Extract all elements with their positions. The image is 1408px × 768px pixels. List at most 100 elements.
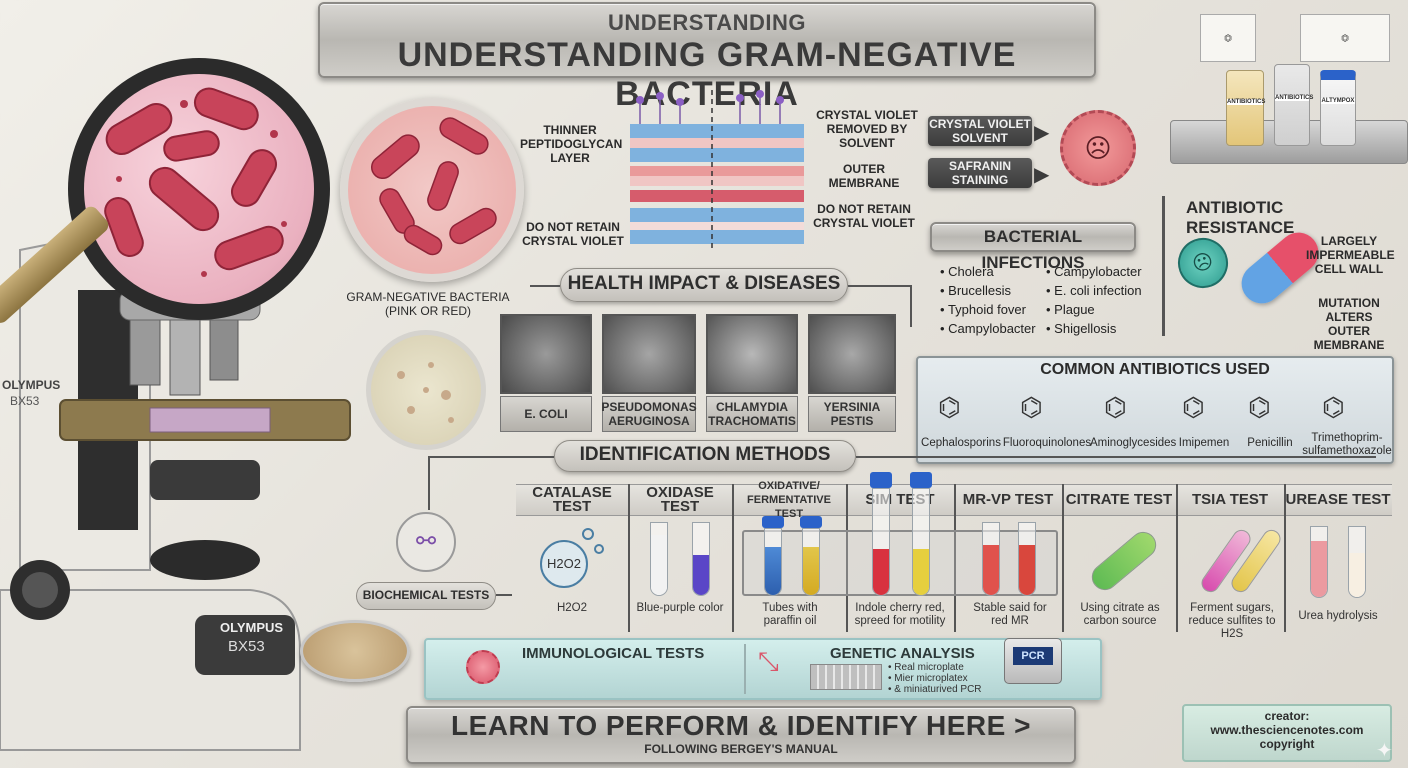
test-tube <box>1018 522 1036 596</box>
step-safranin: SAFRANIN STAINING <box>928 158 1032 188</box>
test-description: Indole cherry red, spreed for motility <box>854 602 946 627</box>
connector-line <box>428 456 554 458</box>
test-tube <box>764 528 782 596</box>
step-crystal-violet: CRYSTAL VIOLET SOLVENT <box>928 116 1032 146</box>
test-tube <box>912 488 930 596</box>
test-description: Blue-purple color <box>636 602 724 614</box>
cta-sublabel: FOLLOWING BERGEY'S MANUAL <box>644 742 838 756</box>
molecule-icon: ⌬ <box>938 392 961 422</box>
petri-dish-culture <box>340 98 524 282</box>
organism-tile-pseudomonas <box>602 314 696 394</box>
test-name: CATALASE TEST <box>532 484 612 515</box>
tube-cap <box>762 516 784 528</box>
organism-label: CHLAMYDIA TRACHOMATIS <box>706 396 798 432</box>
divider <box>628 484 630 632</box>
vial-2: ANTIBIOTICS <box>1274 64 1313 146</box>
divider <box>1176 484 1178 632</box>
magnifier-lens <box>68 58 330 320</box>
genetic-point: • & miniaturived PCR <box>888 684 982 695</box>
organism-tile-ecoli <box>500 314 592 394</box>
bacterium-character-icon: ☹ <box>1170 230 1236 296</box>
list-item: • Cholera <box>940 264 994 279</box>
list-item: • Typhoid fover <box>940 302 1026 317</box>
divider <box>1284 484 1286 632</box>
test-tube <box>692 522 710 596</box>
arrow-right-icon: ▶ <box>1034 164 1050 186</box>
h2o2-formula: H2O2 <box>547 556 581 571</box>
antibiotics-panel <box>916 356 1394 464</box>
glass-panel <box>424 638 1102 700</box>
genetic-point: • Real microplate <box>888 662 964 673</box>
biochemical-tests-label: BIOCHEMICAL TESTS <box>356 582 496 610</box>
test-description: H2O2 <box>556 602 588 614</box>
tube-cap <box>910 472 932 488</box>
microscope-brand: OLYMPUS <box>2 378 61 392</box>
tube-rack <box>742 530 1058 596</box>
antibiotic-name: Aminoglycesides <box>1090 437 1177 449</box>
resistance-point-2: MUTATION ALTERS OUTER MEMBRANE <box>1313 296 1385 352</box>
antibiotic-name: Cephalosporins <box>921 437 1001 449</box>
molecule-icon: ⌬ <box>1182 392 1205 422</box>
bacteria-closeup <box>104 87 287 277</box>
credit-line-3: copyright <box>1259 737 1315 751</box>
tube-cap <box>800 516 822 528</box>
organism-label: PSEUDOMONAS AERUGINOSA <box>601 396 697 432</box>
health-title: HEALTH IMPACT & DISEASES <box>567 273 841 294</box>
antibody-icon <box>466 650 500 684</box>
list-item: • E. coli infection <box>1046 283 1142 298</box>
test-tube <box>802 528 820 596</box>
health-title-tag: HEALTH IMPACT & DISEASES <box>560 268 848 302</box>
antibiotic-name: Trimethoprim-sulfamethoxazole <box>1302 432 1392 457</box>
petri-dish-small <box>300 620 410 682</box>
microscope-base-model: BX53 <box>228 638 265 655</box>
pcr-device: PCR <box>1004 638 1062 684</box>
antibiotic-name: Fluoroquinolones <box>1002 437 1092 449</box>
infections-list-col1: • Cholera • Brucellesis • Typhoid fover … <box>940 262 1036 338</box>
list-item: • Campylobacter <box>1046 264 1142 279</box>
cta-label: LEARN TO PERFORM & IDENTIFY HERE > <box>451 710 1031 741</box>
molecule-icon: ⌬ <box>1104 392 1127 422</box>
divider <box>954 484 956 632</box>
organism-label: YERSINIA PESTIS <box>808 396 896 432</box>
list-item: • Plague <box>1046 302 1095 317</box>
network-icon: ⚯ <box>396 512 456 572</box>
test-description: Urea hydrolysis <box>1298 610 1378 622</box>
label-do-not-retain-left: DO NOT RETAIN CRYSTAL VIOLET <box>522 220 624 248</box>
cta-button[interactable]: LEARN TO PERFORM & IDENTIFY HERE > FOLLO… <box>406 706 1076 764</box>
list-item: • Brucellesis <box>940 283 1012 298</box>
antibiotics-title: COMMON ANTIBIOTICS USED <box>1040 361 1270 378</box>
label-crystal-violet-removed: CRYSTAL VIOLET REMOVED BY SOLVENT <box>816 108 918 150</box>
flask-icon: H2O2 <box>540 540 588 588</box>
test-description: Tubes with paraffin oil <box>762 602 818 627</box>
test-name: OXIDATIVE/ FERMENTATIVE TEST <box>747 480 831 520</box>
microplate-icon <box>810 664 882 690</box>
connector-line <box>496 594 512 596</box>
antibiotic-name: Imipemen <box>1178 437 1230 449</box>
vial-1: ANTIBIOTICS <box>1226 70 1265 146</box>
sparkle-icon: ✦ <box>1376 740 1393 762</box>
test-name: UREASE TEST <box>1285 491 1391 508</box>
credit-url[interactable]: www.thesciencenotes.com <box>1210 723 1364 737</box>
page-title: UNDERSTANDING GRAM-NEGATIVE BACTERIA <box>397 36 1017 113</box>
vertical-divider <box>1162 196 1165 336</box>
test-description: Using citrate as carbon source <box>1080 602 1160 627</box>
dna-icon: ⤡ <box>758 646 779 676</box>
microscope-base-brand: OLYMPUS <box>220 620 284 635</box>
cell-membrane-diagram <box>630 90 804 252</box>
genetic-points: • Real microplate • Mier microplatex • &… <box>888 662 982 695</box>
bubble-icon <box>594 544 604 554</box>
chemical-card-2: ⏣ <box>1300 14 1390 62</box>
glass-divider <box>744 644 746 694</box>
test-tube <box>650 522 668 596</box>
petri-caption: GRAM-NEGATIVE BACTERIA (PINK OR RED) <box>346 290 510 318</box>
connector-line <box>910 285 912 327</box>
chemical-card-1: ⏣ <box>1200 14 1256 62</box>
credit-plaque: creator: www.thesciencenotes.com copyrig… <box>1182 704 1392 762</box>
identification-title: IDENTIFICATION METHODS <box>579 444 831 465</box>
infections-title: BACTERIAL INFECTIONS <box>981 227 1085 272</box>
resistance-point-1: LARGELY IMPERMEABLE CELL WALL <box>1306 234 1395 276</box>
infections-list-col2: • Campylobacter • E. coli infection • Pl… <box>1046 262 1142 338</box>
test-name: OXIDASE TEST <box>646 484 714 515</box>
infections-title-plate: BACTERIAL INFECTIONS <box>930 222 1136 272</box>
connector-line <box>530 285 560 287</box>
